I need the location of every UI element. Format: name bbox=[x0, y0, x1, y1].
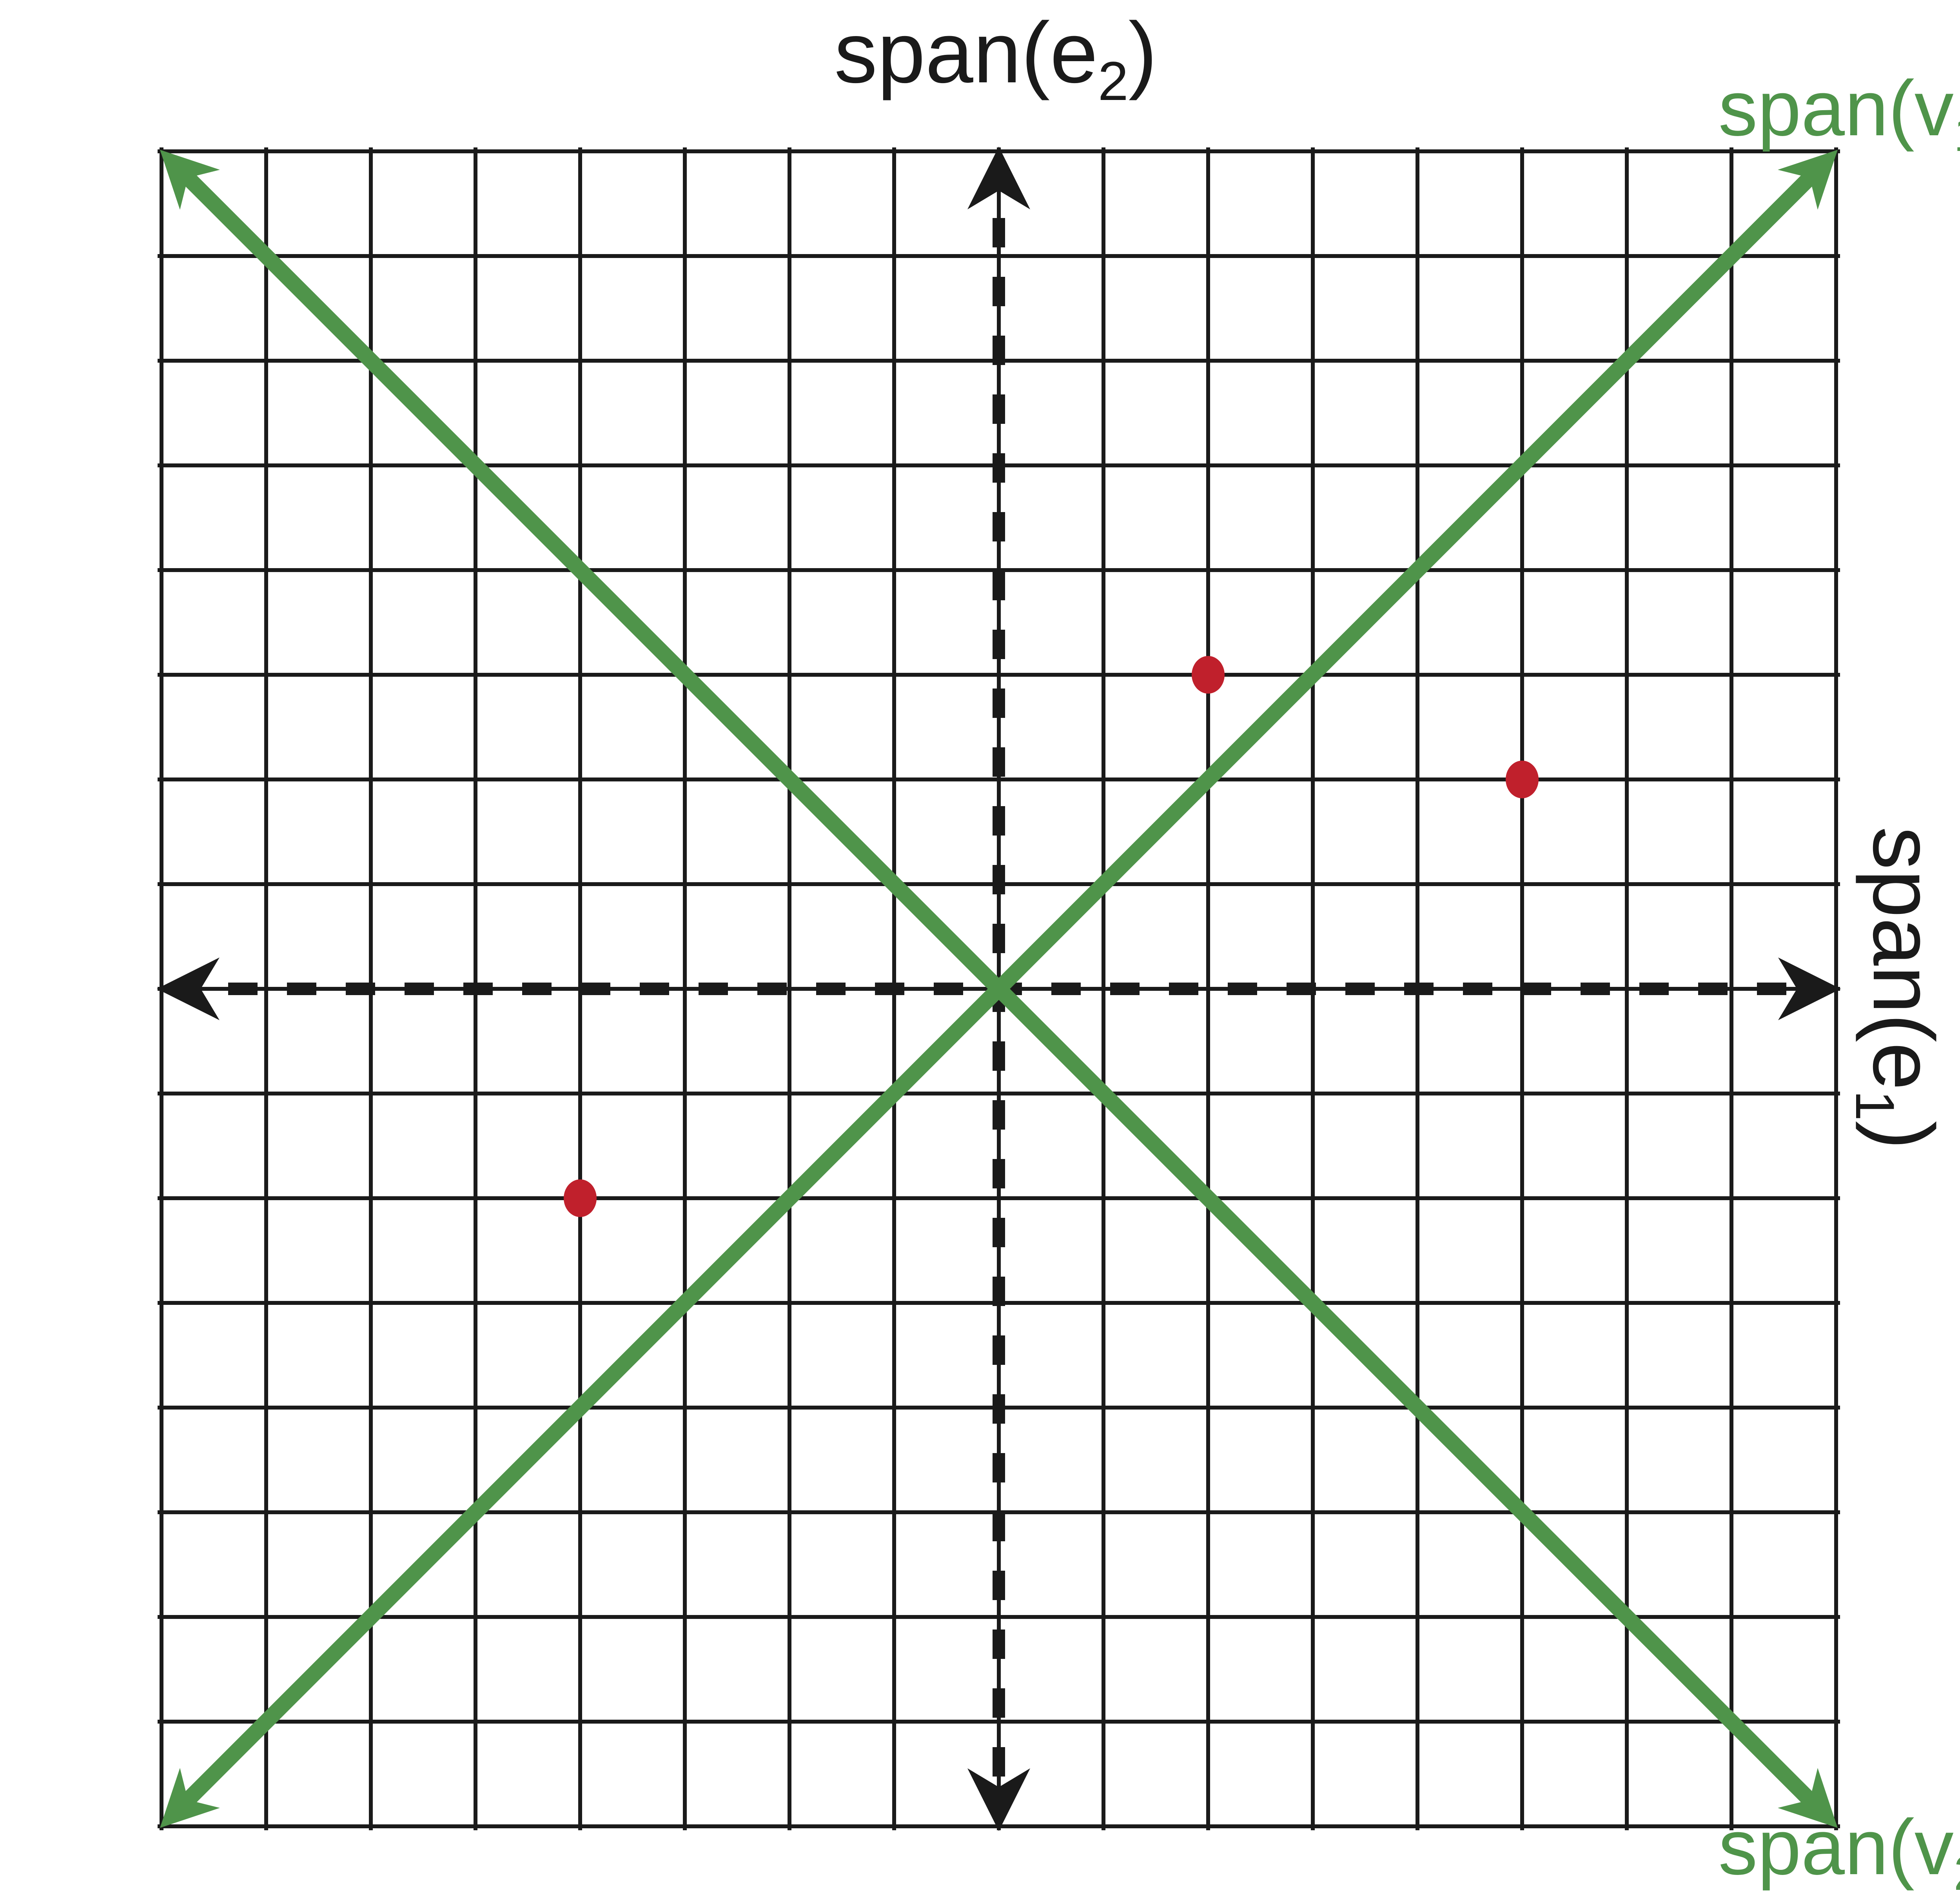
span-v1-sub: 1 bbox=[1954, 107, 1960, 162]
span-v2-line bbox=[160, 150, 1838, 1828]
data-point bbox=[564, 1179, 597, 1217]
data-point bbox=[1506, 761, 1539, 798]
span-v1-label: span(v1) bbox=[1719, 65, 1960, 162]
span-e1-sub: 1 bbox=[1844, 1090, 1906, 1121]
span-e2-base: span(e bbox=[834, 4, 1098, 101]
span-v1-base: span(v bbox=[1719, 65, 1954, 152]
span-e1-label: span(e1) bbox=[1844, 827, 1952, 1150]
eigen-span-lines bbox=[160, 150, 1838, 1828]
span-v2-sub: 2 bbox=[1954, 1846, 1960, 1900]
span-e2-sub: 2 bbox=[1098, 50, 1129, 112]
data-points bbox=[564, 656, 1539, 1217]
span-v2-base: span(v bbox=[1719, 1804, 1954, 1891]
span-e2-close: ) bbox=[1129, 4, 1157, 101]
span-e2-label: span(e2) bbox=[834, 4, 1157, 112]
span-e1-close: ) bbox=[1855, 1121, 1952, 1150]
data-point bbox=[1192, 656, 1225, 694]
span-e1-base: span(e bbox=[1855, 827, 1952, 1090]
span-v2-label: span(v2) bbox=[1719, 1804, 1960, 1900]
